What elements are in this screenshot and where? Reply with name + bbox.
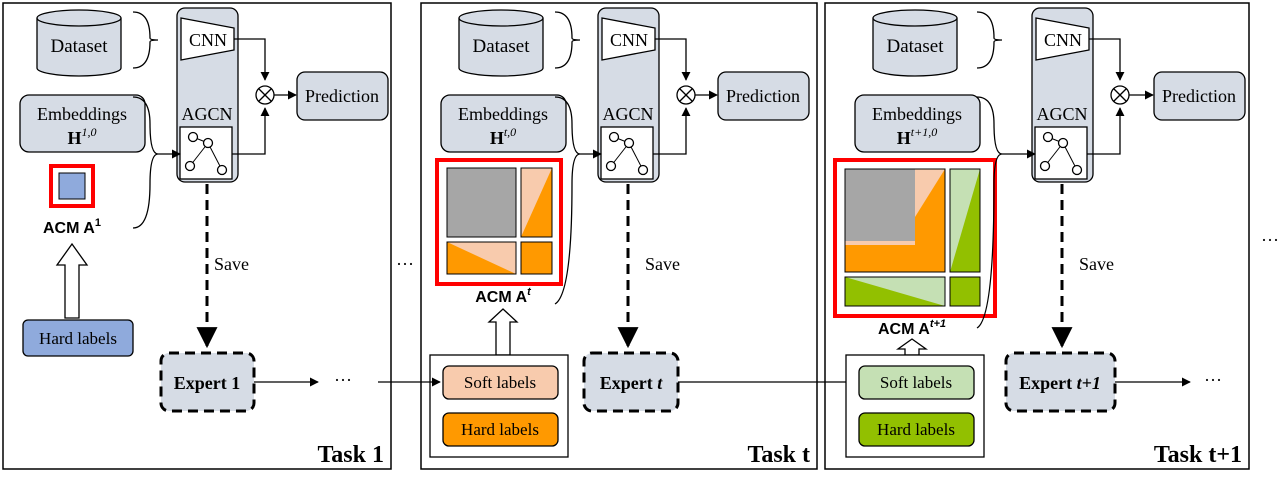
cnn-label: CNN [610, 30, 648, 50]
embeddings-box [19, 94, 146, 153]
save-label: Save [645, 254, 680, 274]
brace [976, 96, 1003, 329]
prediction-label: Prediction [726, 86, 800, 106]
hard-labels-box [442, 412, 559, 447]
expert-box [582, 351, 680, 413]
cnn-trapezoid [1035, 17, 1090, 61]
arrow [655, 38, 691, 81]
block-arrow [55, 242, 89, 319]
arrow [1089, 38, 1125, 81]
brace [554, 11, 581, 69]
arrow [1087, 107, 1125, 155]
dataset-cylinder: Dataset [872, 9, 958, 77]
panel-border [2, 2, 392, 470]
arrow [653, 107, 691, 155]
task-label: Task 1 [318, 442, 385, 468]
brace [132, 11, 159, 69]
task-label: Task t [748, 442, 810, 468]
hard-labels-label: Hard labels [39, 329, 117, 348]
ellipsis: ··· [1261, 230, 1279, 250]
graph-icon [179, 126, 233, 180]
dataset-label: Dataset [887, 36, 945, 57]
agcn-label: AGCN [181, 104, 232, 124]
hard-labels-label: Hard labels [461, 420, 539, 439]
acm-matrix [446, 167, 553, 275]
prediction-label: Prediction [305, 86, 379, 106]
save-label: Save [1079, 254, 1114, 274]
cnn-trapezoid [180, 17, 235, 61]
soft-labels-box [858, 365, 975, 400]
expert-label: Expert t+1 [1019, 373, 1101, 393]
acm-label: ACM At [475, 286, 532, 306]
ellipsis: ··· [334, 370, 352, 390]
agcn-label: AGCN [1036, 104, 1087, 124]
expert-box [1004, 351, 1117, 413]
soft-labels-box [442, 365, 559, 400]
cnn-trapezoid [601, 17, 656, 61]
hard-labels-box [858, 412, 975, 447]
acm-border [833, 158, 997, 318]
dataset-cylinder: Dataset [36, 9, 122, 77]
acm-matrix [58, 172, 86, 200]
task-label: Task t+1 [1154, 442, 1242, 468]
hard-labels-label: Hard labels [877, 420, 955, 439]
panel-task-t: Dataset CNN AGCN Embeddings Ht,0 [420, 2, 818, 470]
panel-border [420, 2, 818, 470]
prediction-box [296, 71, 389, 121]
block-arrow [895, 338, 929, 356]
prediction-box [717, 71, 810, 121]
multiply-icon [676, 85, 696, 105]
embeddings-symbol: Ht,0 [490, 125, 516, 148]
ellipsis: ··· [396, 254, 414, 274]
dataset-label: Dataset [51, 36, 109, 57]
agcn-label: AGCN [602, 104, 653, 124]
arrow [232, 107, 270, 155]
panel-task-1: Dataset CNN AGCN Embeddings H1,0 ACM A1 [2, 2, 392, 470]
acm-label: ACM A1 [43, 217, 101, 237]
embeddings-box [440, 94, 567, 153]
acm-border [435, 158, 563, 286]
acm-label: ACM At+1 [878, 318, 946, 338]
prediction-label: Prediction [1162, 86, 1236, 106]
expert-label: Expert 1 [174, 373, 241, 393]
expert-box [159, 351, 256, 413]
embeddings-symbol: Ht+1,0 [897, 125, 937, 148]
graph-icon [1034, 126, 1088, 180]
cnn-label: CNN [1044, 30, 1082, 50]
embeddings-symbol: H1,0 [67, 125, 96, 148]
dataset-cylinder: Dataset [458, 9, 544, 77]
ellipsis: ··· [1204, 370, 1222, 390]
soft-labels-label: Soft labels [880, 373, 952, 392]
block-arrow [487, 308, 519, 356]
embeddings-label: Embeddings [872, 104, 962, 124]
brace [554, 96, 581, 305]
expert-label: Expert t [600, 373, 664, 393]
panel-task-t-plus-1: Dataset CNN AGCN Embeddings Ht+1,0 [824, 2, 1250, 470]
embeddings-label: Embeddings [458, 104, 548, 124]
arrow [234, 38, 270, 81]
graph-icon [600, 126, 654, 180]
hard-labels-box [22, 319, 134, 357]
acm-border [49, 164, 95, 208]
acm-matrix [844, 168, 981, 307]
prediction-box [1153, 71, 1246, 121]
dataset-label: Dataset [473, 36, 531, 57]
embeddings-label: Embeddings [37, 104, 127, 124]
brace [976, 11, 1003, 69]
multiply-icon [1110, 85, 1130, 105]
soft-labels-label: Soft labels [464, 373, 536, 392]
cnn-label: CNN [189, 30, 227, 50]
panel-border [824, 2, 1250, 470]
embeddings-box [854, 94, 981, 153]
save-label: Save [214, 254, 249, 274]
multiply-icon [255, 85, 275, 105]
